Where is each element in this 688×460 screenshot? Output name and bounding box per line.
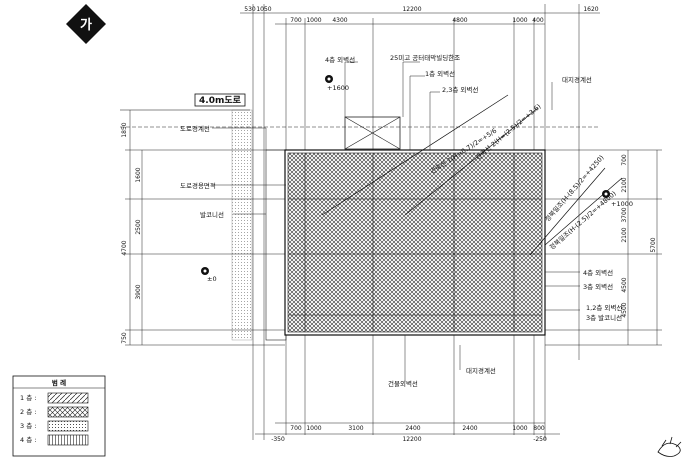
dim-bottom-12200: 12200 — [402, 436, 421, 443]
dim-bottom-2400b: 2400 — [462, 425, 477, 432]
dim-right-2100b: 2100 — [621, 227, 628, 242]
dim-right-total: 5700 — [650, 237, 657, 252]
dim-left-total: 4700 — [121, 240, 128, 255]
label-parapet: 25미고 공터태막빌딩한조 — [390, 53, 460, 62]
level-right: +1000 — [611, 200, 633, 208]
dim-top-1050: 1050 — [256, 6, 271, 13]
dim-top-530: 530 — [244, 6, 256, 13]
label-floor4-outer-right: 4층 외벽선 — [583, 268, 613, 277]
bottom-dimension-lines — [255, 422, 560, 435]
dim-bottom-3100: 3100 — [348, 425, 363, 432]
dim-left-2500: 2500 — [135, 219, 142, 234]
dim-top-700: 700 — [290, 17, 302, 24]
right-dimension-lines — [545, 149, 662, 346]
left-dimension-lines — [125, 110, 285, 346]
dim-left-1600: 1600 — [135, 167, 142, 182]
dim-bottom-minus350: -350 — [271, 436, 285, 443]
label-floors12-outer: 1,2층 외벽선 — [586, 303, 622, 312]
label-balcony: 발코니선 — [200, 210, 224, 219]
road-strip — [231, 109, 287, 341]
dim-bottom-minus250: -250 — [533, 436, 547, 443]
level-marker-top: +1600 — [325, 75, 349, 92]
dim-top-12200: 12200 — [402, 6, 421, 13]
legend-swatch-1 — [47, 392, 89, 404]
road-title-box: 4.0m도로 — [120, 93, 250, 111]
dim-left-3900: 3900 — [135, 284, 142, 299]
label-building-outer: 건물외벽선 — [388, 379, 418, 388]
dim-right-3700: 3700 — [621, 207, 628, 222]
legend-swatch-4 — [47, 434, 89, 446]
dim-bottom-800: 800 — [533, 425, 545, 432]
label-road-boundary: 도로경계선 — [180, 124, 210, 133]
label-floor3-outer-right: 3층 외벽선 — [583, 282, 613, 291]
label-floor3-balcony: 3층 발코니선 — [586, 313, 622, 322]
legend-title: 범 례 — [52, 378, 66, 387]
dim-top-1620: 1620 — [583, 6, 598, 13]
north-arrow-icon — [66, 4, 106, 44]
dim-right-700: 700 — [621, 154, 628, 166]
leader-lines — [212, 61, 580, 382]
dim-top-4300: 4300 — [332, 17, 347, 24]
top-dimension-lines — [240, 12, 600, 25]
legend: 범 례 1 층 : 2 층 : 3 층 : 4 층 : — [12, 375, 106, 457]
level-left: ±0 — [207, 275, 217, 283]
label-lot-line-top: 대지경계선 — [562, 75, 592, 84]
dim-bottom-1000b: 1000 — [512, 425, 527, 432]
dim-top-4800: 4800 — [452, 17, 467, 24]
label-road-setback: 도로경용면적 — [180, 181, 216, 190]
label-floor1-outer: 1층 외벽선 — [425, 69, 455, 78]
legend-item-3: 3 층 : — [20, 421, 36, 430]
legend-item-4: 4 층 : — [20, 435, 36, 444]
dim-left-1850: 1850 — [121, 122, 128, 137]
parapet-box — [344, 116, 401, 150]
legend-swatch-3 — [47, 420, 89, 432]
label-floor23-outer: 2,3층 외벽선 — [442, 85, 478, 94]
building-footprint — [284, 149, 546, 336]
label-lot-line-bottom: 대지경계선 — [466, 366, 496, 375]
dim-top-1000b: 1000 — [512, 17, 527, 24]
sloped-label-4: 정북일조(H-(2.5)/2=+4800) — [547, 189, 617, 252]
road-title: 4.0m도로 — [199, 95, 242, 106]
dim-left-750: 750 — [121, 332, 128, 344]
sloped-setback-lines — [321, 94, 623, 256]
dim-bottom-1000: 1000 — [306, 425, 321, 432]
legend-item-2: 2 층 : — [20, 407, 36, 416]
level-marker-right: +1000 — [602, 190, 633, 208]
dim-bottom-700: 700 — [290, 425, 302, 432]
dim-right-2100: 2100 — [621, 177, 628, 192]
legend-swatch-2 — [47, 406, 89, 418]
dim-right-4500b: 4500 — [621, 302, 628, 317]
north-marker: 가 — [66, 4, 106, 44]
dim-top-400: 400 — [532, 17, 544, 24]
stamp-logo-icon — [657, 436, 682, 457]
level-marker-left: ±0 — [201, 267, 217, 283]
dim-top-1000: 1000 — [306, 17, 321, 24]
dim-bottom-2400: 2400 — [405, 425, 420, 432]
dim-right-4500: 4500 — [621, 277, 628, 292]
label-floor4-outer: 4층 외벽선 — [325, 55, 355, 64]
level-top: +1600 — [327, 84, 349, 92]
north-marker-glyph: 가 — [80, 18, 92, 33]
legend-item-1: 1 층 : — [20, 393, 36, 402]
